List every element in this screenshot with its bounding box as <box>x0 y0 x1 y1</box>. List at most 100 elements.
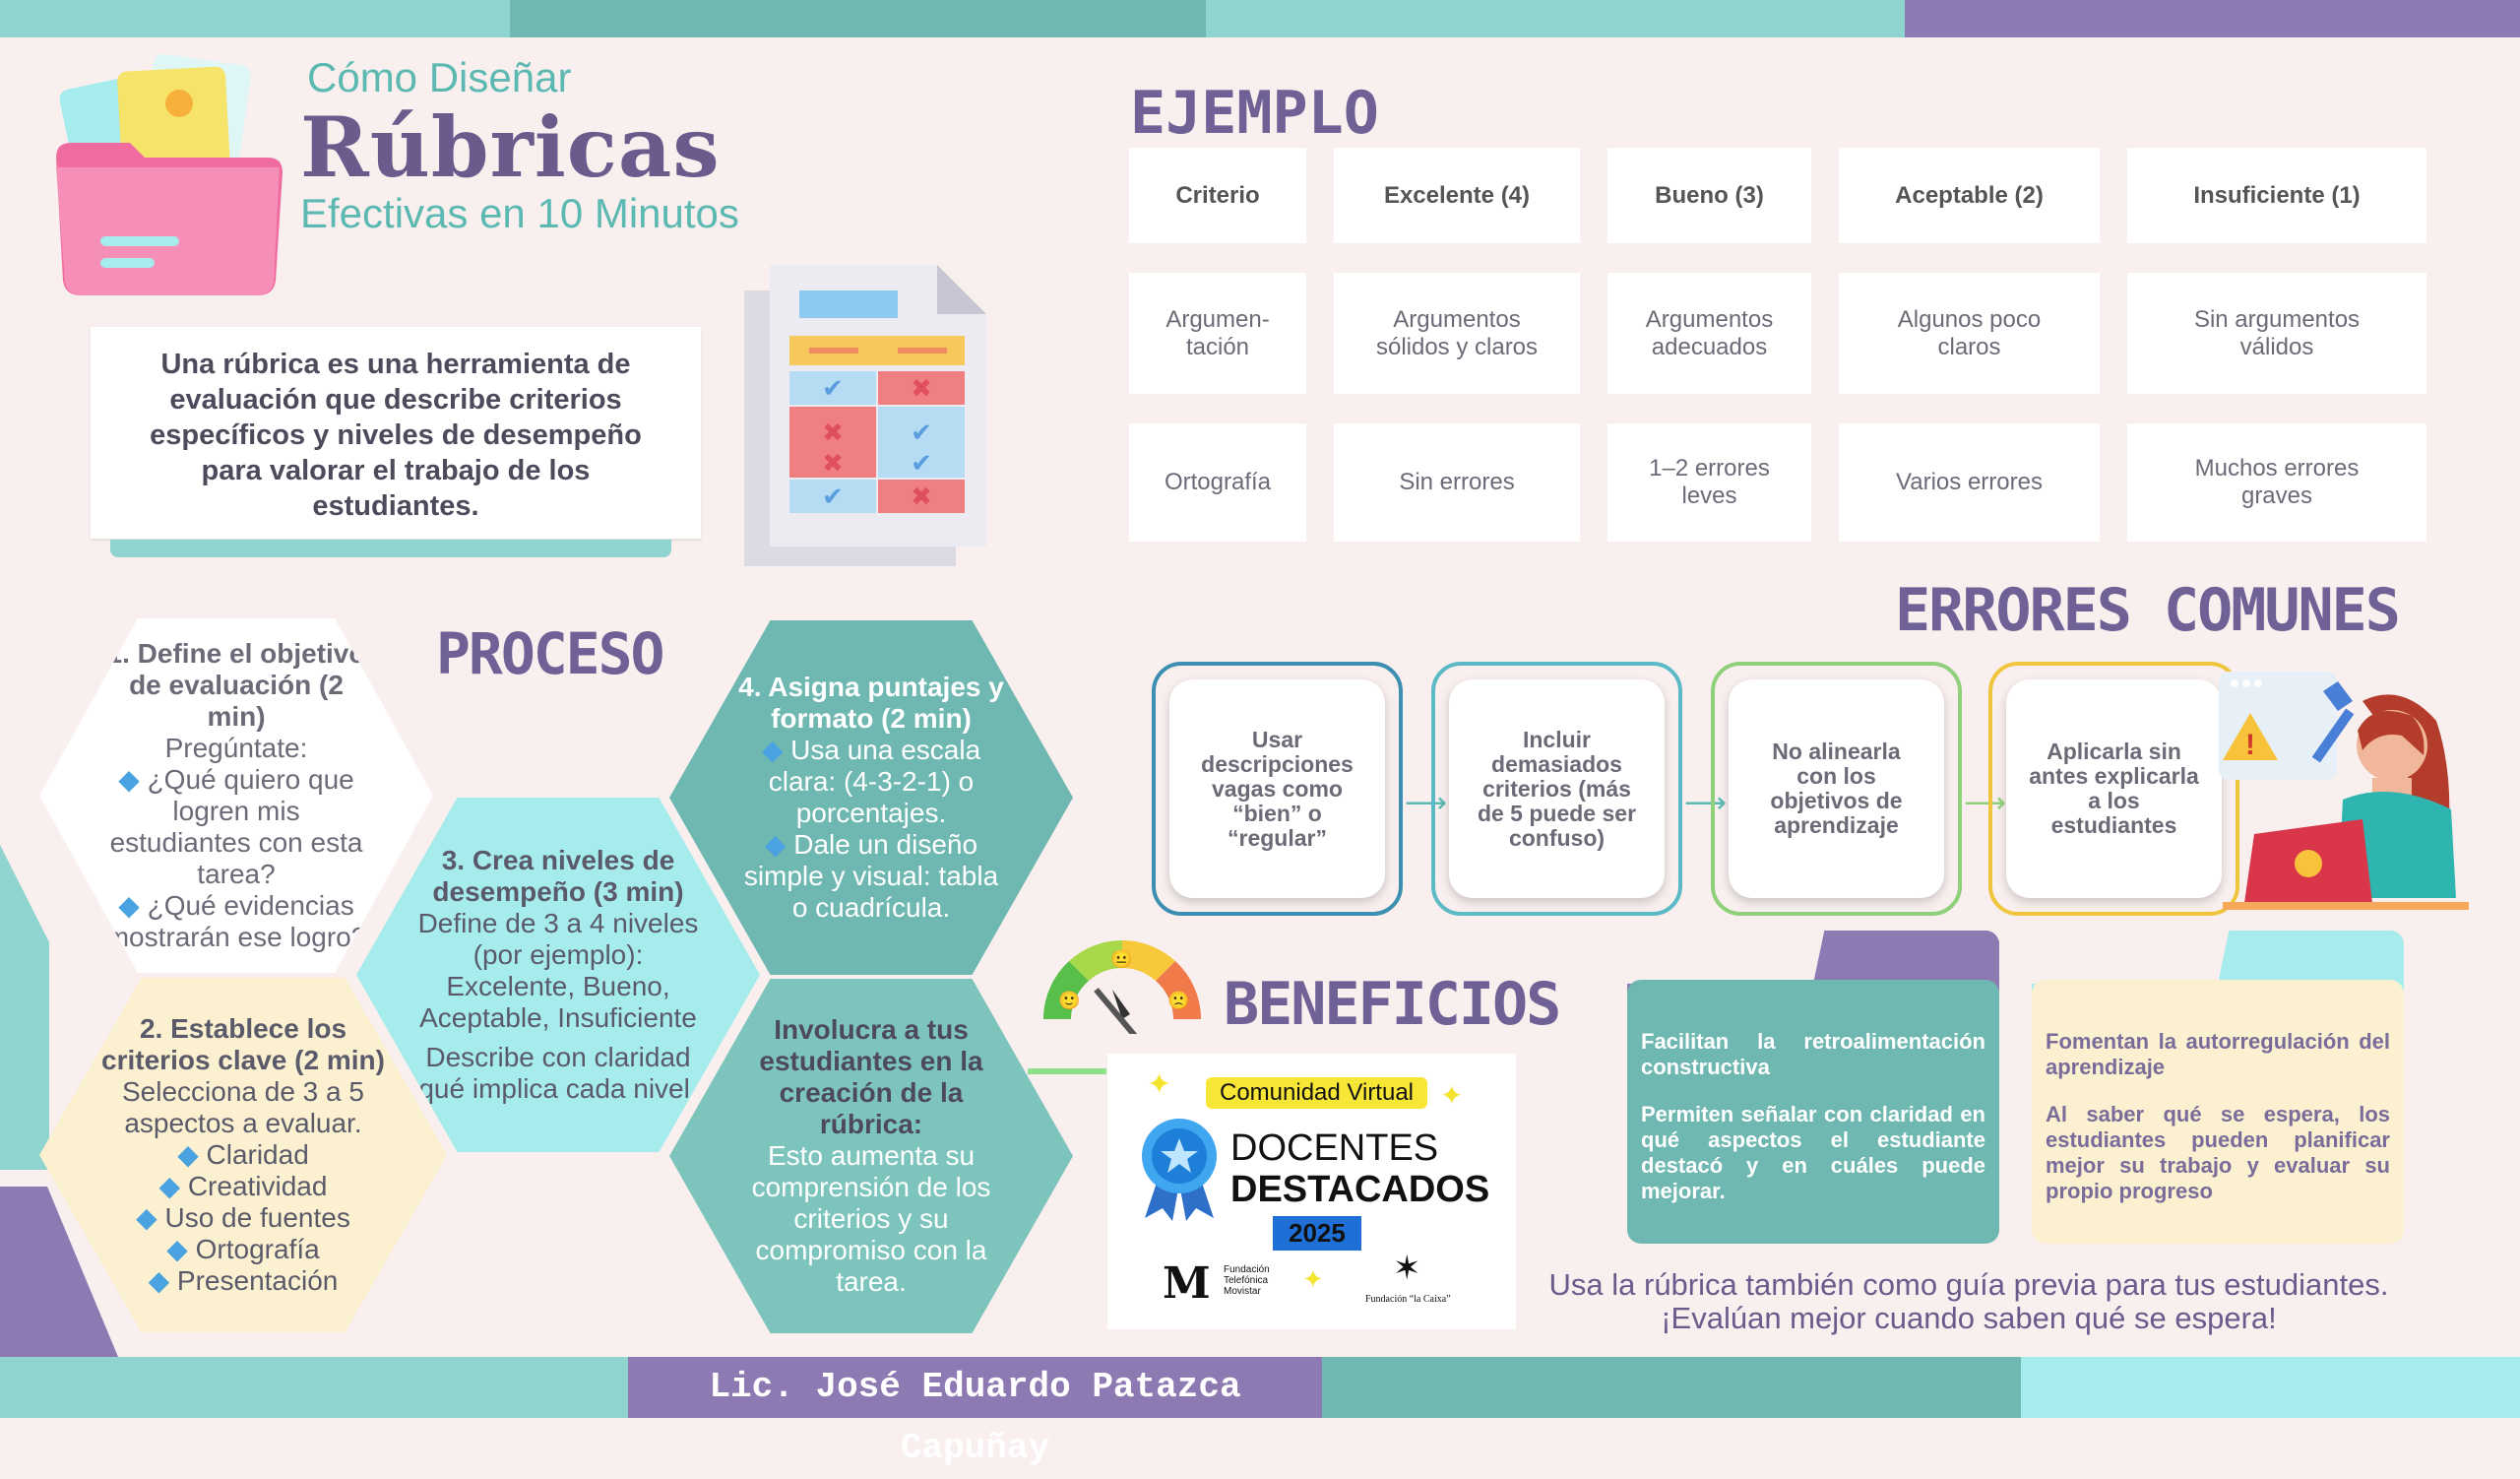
badge-top-label: Comunidad Virtual <box>1206 1077 1428 1109</box>
step4-bullet: Usa una escala clara: (4-3-2-1) o porcen… <box>768 735 981 828</box>
diamond-bullet-icon: ◆ <box>177 1139 207 1170</box>
criteria-item: Uso de fuentes <box>164 1202 350 1233</box>
table-cell: Ortografía <box>1129 423 1306 542</box>
diamond-bullet-icon: ◆ <box>118 890 148 921</box>
intro-box: Una rúbrica es una herramienta de evalua… <box>91 327 701 539</box>
step3-text: Describe con claridad qué implica cada n… <box>418 1042 698 1104</box>
closing-message: Usa la rúbrica también como guía previa … <box>1548 1267 2389 1335</box>
rubric-document-icon: ✔ ✖ ✖ ✔ ✖ ✔ ✔ ✖ <box>744 265 986 566</box>
benefit-body: Al saber qué se espera, los estudiantes … <box>2046 1102 2390 1203</box>
left-edge-decor <box>0 845 49 1170</box>
benefit-body: Permiten señalar con claridad en qué asp… <box>1641 1102 1985 1203</box>
table-cell: Argumentos sólidos y claros <box>1334 273 1580 394</box>
step3-hexagon: 3. Crea niveles de desempeño (3 min) Def… <box>356 798 760 1152</box>
criteria-item: Creatividad <box>187 1171 328 1201</box>
error-card: Incluir demasiados criterios (más de 5 p… <box>1431 662 1682 916</box>
intro-underline-decor <box>110 540 671 557</box>
connector-line <box>1028 1068 1106 1074</box>
svg-text:✖: ✖ <box>822 448 844 478</box>
step3-title: 3. Crea niveles de desempeño (3 min) <box>432 845 684 907</box>
benefit-head: Facilitan la retroalimentación construct… <box>1641 1029 1985 1079</box>
error-text: Incluir demasiados criterios (más de 5 p… <box>1449 679 1665 898</box>
benefit-head: Fomentan la autorregulación del aprendiz… <box>2046 1029 2390 1079</box>
criteria-item: Presentación <box>176 1265 339 1296</box>
table-cell: Varios errores <box>1839 423 2100 542</box>
star-icon: ✦ <box>1302 1264 1324 1294</box>
author-name: Lic. José Eduardo Patazca Capuñay <box>628 1357 1322 1468</box>
table-header: Bueno (3) <box>1607 148 1811 243</box>
svg-text:🙂: 🙂 <box>1058 991 1080 1010</box>
table-cell: Sin errores <box>1334 423 1580 542</box>
svg-text:😐: 😐 <box>1110 949 1132 969</box>
table-cell: Argumentos adecuados <box>1607 273 1811 394</box>
step5-title: Involucra a tus estudiantes en la creaci… <box>759 1014 983 1139</box>
criteria-item: Claridad <box>206 1139 309 1170</box>
criteria-item: Ortografía <box>195 1234 320 1264</box>
page-title: Rúbricas <box>300 98 721 196</box>
table-header: Insuficiente (1) <box>2127 148 2426 243</box>
diamond-bullet-icon: ◆ <box>166 1234 196 1264</box>
step1-question: ¿Qué evidencias mostrarán ese logro? <box>105 890 367 952</box>
error-text: Usar descripciones vagas como “bien” o “… <box>1169 679 1385 898</box>
sponsor2-name: Fundación “la Caixa” <box>1365 1294 1451 1305</box>
step4-hexagon: 4. Asigna puntajes y formato (2 min) ◆ U… <box>669 620 1073 975</box>
intro-text: Una rúbrica es una herramienta de evalua… <box>150 349 642 522</box>
badge-year: 2025 <box>1273 1216 1361 1251</box>
badge-line1: DOCENTES <box>1230 1127 1439 1169</box>
svg-text:✖: ✖ <box>822 418 844 447</box>
svg-text:✔: ✔ <box>911 418 932 447</box>
table-cell: 1–2 errores leves <box>1607 423 1811 542</box>
errores-title: ERRORES COMUNES <box>1895 576 2401 645</box>
beneficios-title: BENEFICIOS <box>1224 970 1561 1039</box>
woman-repair-illustration-icon: ! <box>2219 672 2469 910</box>
step2-title: 2. Establece los criterios clave (2 min) <box>101 1013 385 1075</box>
step2-lead: Selecciona de 3 a 5 aspectos a evaluar. <box>122 1076 364 1138</box>
table-cell: Argumen-tación <box>1129 273 1306 394</box>
step2-hexagon: 2. Establece los criterios clave (2 min)… <box>39 978 447 1332</box>
diamond-bullet-icon: ◆ <box>764 829 794 860</box>
step4-bullet: Dale un diseño simple y visual: tabla o … <box>743 829 999 923</box>
svg-text:🙁: 🙁 <box>1167 991 1189 1010</box>
ejemplo-title: EJEMPLO <box>1130 79 1379 148</box>
step5-text: Esto aumenta su comprensión de los crite… <box>751 1140 991 1297</box>
step1-title: 1. Define el objetivo de evaluación (2 m… <box>106 638 366 732</box>
header-line3: Efectivas en 10 Minutos <box>300 190 739 236</box>
svg-text:✔: ✔ <box>822 482 844 511</box>
bottom-decor-bar <box>0 1357 2520 1418</box>
svg-text:✖: ✖ <box>911 482 932 511</box>
diamond-bullet-icon: ◆ <box>136 1202 165 1233</box>
star-icon: ✦ <box>1147 1068 1172 1101</box>
svg-text:✖: ✖ <box>911 373 932 403</box>
diamond-bullet-icon: ◆ <box>118 764 148 795</box>
svg-text:✔: ✔ <box>822 373 844 403</box>
table-header: Excelente (4) <box>1334 148 1580 243</box>
arrow-right-icon: ⟶ <box>1964 787 2007 819</box>
error-card: Aplicarla sin antes explicarla a los est… <box>1988 662 2239 916</box>
step1-lead: Pregúntate: <box>164 733 308 763</box>
sponsor1-name: Fundación Telefónica Movistar <box>1224 1264 1270 1297</box>
movistar-logo-icon: M <box>1163 1258 1211 1309</box>
table-cell: Muchos errores graves <box>2127 423 2426 542</box>
top-decor-bar <box>0 0 2520 37</box>
arrow-right-icon: ⟶ <box>1684 787 1728 819</box>
arrow-right-icon: ⟶ <box>1405 787 1448 819</box>
svg-text:✔: ✔ <box>911 448 932 478</box>
proceso-title: PROCESO <box>436 620 664 687</box>
table-cell: Algunos poco claros <box>1839 273 2100 394</box>
step3-text: Define de 3 a 4 niveles (por ejemplo): E… <box>417 908 699 1033</box>
star-icon: ✦ <box>1440 1080 1464 1111</box>
diamond-bullet-icon: ◆ <box>158 1171 188 1201</box>
error-text: No alinearla con los objetivos de aprend… <box>1729 679 1944 898</box>
badge-line2: DESTACADOS <box>1230 1169 1490 1210</box>
la-caixa-star-icon: ✶ <box>1393 1250 1421 1287</box>
diamond-bullet-icon: ◆ <box>148 1265 177 1296</box>
step4-title: 4. Asigna puntajes y formato (2 min) <box>738 672 1004 734</box>
benefit-folder-1: Facilitan la retroalimentación construct… <box>1627 931 1999 1244</box>
table-header: Aceptable (2) <box>1839 148 2100 243</box>
ribbon-medal-icon <box>1142 1119 1217 1221</box>
header-line1: Cómo Diseñar <box>307 54 572 100</box>
step1-question: ¿Qué quiero que logren mis estudiantes c… <box>109 764 363 889</box>
diamond-bullet-icon: ◆ <box>761 735 791 765</box>
benefit-folder-2: Fomentan la autorregulación del aprendiz… <box>2032 931 2404 1244</box>
folder-illustration-icon <box>56 54 283 295</box>
